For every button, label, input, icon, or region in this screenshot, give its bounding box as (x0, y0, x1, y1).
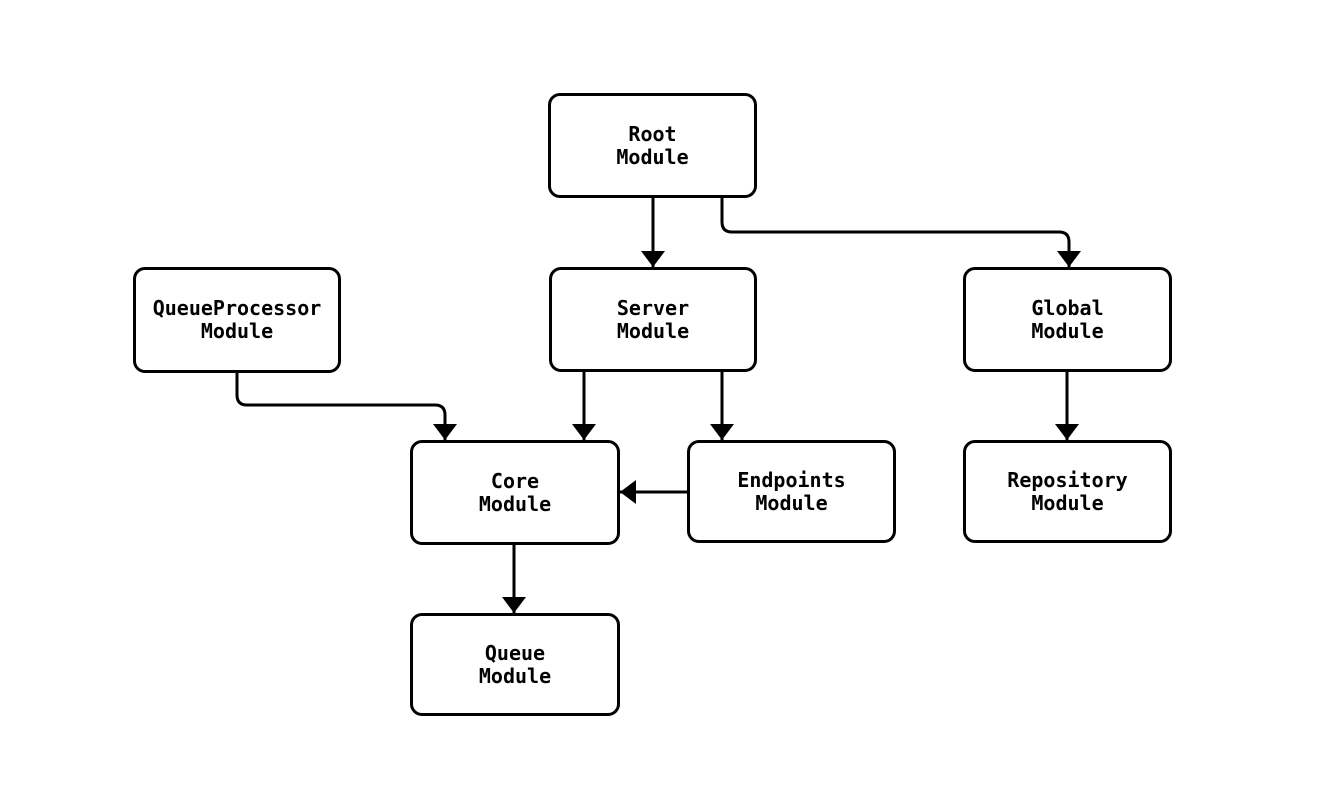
node-global-module: Global Module (963, 267, 1172, 372)
node-global-module-label: Global Module (1031, 295, 1104, 343)
edge-queueprocessor-to-core (235, 373, 457, 440)
node-repository-module: Repository Module (963, 440, 1172, 543)
node-endpoints-module: Endpoints Module (687, 440, 896, 543)
node-root-module-label: Root Module (616, 121, 689, 169)
edge-root-to-global (720, 198, 1081, 267)
node-core-module: Core Module (410, 440, 620, 545)
node-queueprocessor-module-label: QueueProcessor Module (152, 296, 322, 343)
node-queue-module: Queue Module (410, 613, 620, 716)
node-root-module: Root Module (548, 93, 757, 198)
node-queue-module-label: Queue Module (478, 640, 552, 688)
node-repository-module-label: Repository Module (1007, 467, 1128, 515)
node-server-module: Server Module (549, 267, 757, 372)
node-endpoints-module-label: Endpoints Module (737, 467, 846, 515)
node-server-module-label: Server Module (616, 295, 690, 343)
node-core-module-label: Core Module (478, 468, 552, 516)
node-queueprocessor-module: QueueProcessor Module (133, 267, 341, 373)
